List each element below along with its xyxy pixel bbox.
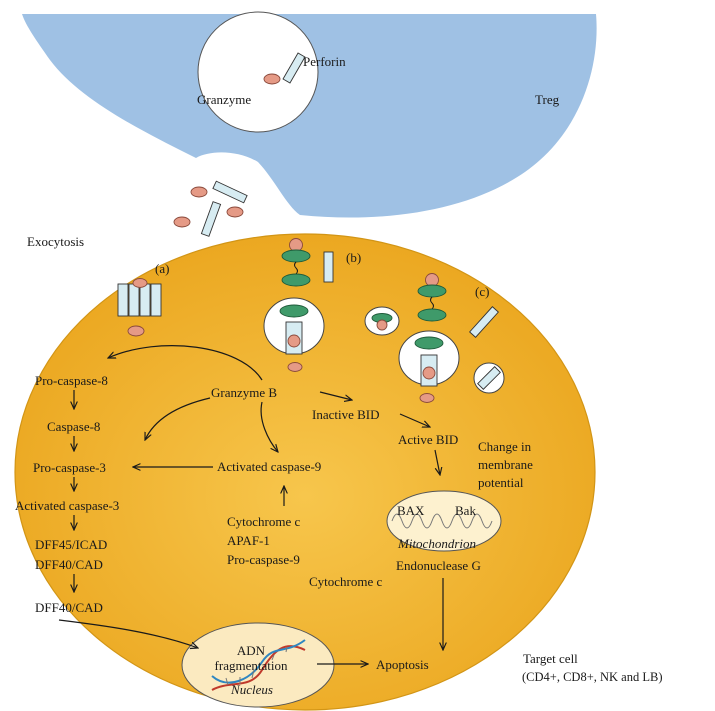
active-bid-label: Active BID [398,432,458,447]
granzyme-label: Granzyme [197,92,251,107]
caspase-8-label: Caspase-8 [47,419,100,434]
panel-a-label: (a) [155,261,169,276]
perforin-label: Perforin [303,54,346,69]
cytochrome-c-label: Cytochrome c [227,514,301,529]
apaf-1-label: APAF-1 [227,533,270,548]
granzyme-icon [419,393,435,403]
released-cargo [173,180,248,237]
dna-helix-icon [211,639,306,691]
target-cell-label: Target cell [523,651,578,666]
perforin-icon [212,180,248,204]
membrane-potential-label-2: membrane [478,457,533,472]
dff40-cad-label: DFF40/CAD [35,600,103,615]
pro-caspase-8-label: Pro-caspase-8 [35,373,108,388]
exocytosis-label: Exocytosis [27,234,84,249]
secretory-granule [197,11,319,133]
bak-label: Bak [455,503,476,518]
pro-caspase-3-label: Pro-caspase-3 [33,460,106,475]
mitochondrion-icon [386,490,502,552]
receptor-icon [417,273,447,322]
fragmentation-label: fragmentation [215,658,288,673]
nucleus-label: Nucleus [230,682,273,697]
membrane-potential-label-1: Change in [478,439,532,454]
inactive-bid-label: Inactive BID [312,407,380,422]
activated-caspase-3-label: Activated caspase-3 [15,498,119,513]
membrane-potential-label-3: potential [478,475,524,490]
pro-caspase-9-label: Pro-caspase-9 [227,552,300,567]
treg-label: Treg [535,92,560,107]
activated-caspase-9-label: Activated caspase-9 [217,459,321,474]
target-cell-types-label: (CD4+, CD8+, NK and LB) [522,670,662,684]
perforin-vesicle-icon [473,362,505,394]
panel-b-label: (b) [346,250,361,265]
perforin-icon [200,201,222,237]
endosome-icon [398,330,460,387]
granzyme-b-label: Granzyme B [211,385,277,400]
pathway-arrows [58,345,443,664]
dff45-icad-label: DFF45/ICAD [35,537,107,552]
perforin-pore-icon [117,278,162,317]
perforin-icon [282,52,306,84]
endosome-icon [263,297,325,355]
granzyme-icon [173,216,191,228]
perforin-icon [469,306,499,338]
granzyme-icon [263,73,281,85]
panel-c-label: (c) [475,284,489,299]
treg-cell [22,14,597,218]
apoptosis-label: Apoptosis [376,657,429,672]
perforin-icon [323,251,334,283]
adn-label: ADN [237,643,266,658]
granzyme-icon [287,362,303,372]
dff40-cad-label: DFF40/CAD [35,557,103,572]
mitochondrion-label: Mitochondrion [397,536,476,551]
endonuclease-g-label: Endonuclease G [396,558,481,573]
receptor-icon [281,238,311,287]
granzyme-icon [127,325,145,337]
cytochrome-c-released-label: Cytochrome c [309,574,383,589]
endosome-icon [364,306,400,336]
bax-label: BAX [397,503,425,518]
granzyme-icon [190,186,208,198]
granzyme-icon [226,206,244,218]
